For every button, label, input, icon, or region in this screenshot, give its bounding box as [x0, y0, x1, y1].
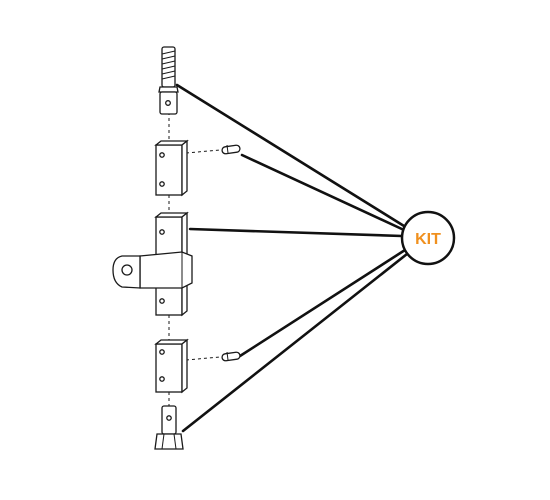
lower-square-tube	[154, 338, 189, 394]
leader-lines	[175, 83, 409, 433]
leader-line-middle-tube	[188, 227, 404, 238]
leader-line-lower-small-pin	[238, 248, 407, 358]
threaded-top-pin	[158, 46, 179, 115]
kit-badge-circle	[400, 210, 456, 266]
leader-line-upper-small-pin	[240, 153, 406, 232]
upper-square-tube	[154, 139, 189, 197]
small-pin-lower	[221, 351, 241, 362]
leader-line-bottom-pin	[181, 252, 409, 433]
bottom-flanged-pin	[154, 405, 184, 450]
middle-square-tube-with-bracket	[112, 211, 193, 317]
alignment-dashes	[168, 112, 221, 406]
kit-label: KIT	[415, 231, 441, 248]
kit-badge: KIT	[400, 210, 456, 266]
leader-line-top-pin	[175, 83, 406, 228]
small-pin-upper	[221, 144, 241, 155]
